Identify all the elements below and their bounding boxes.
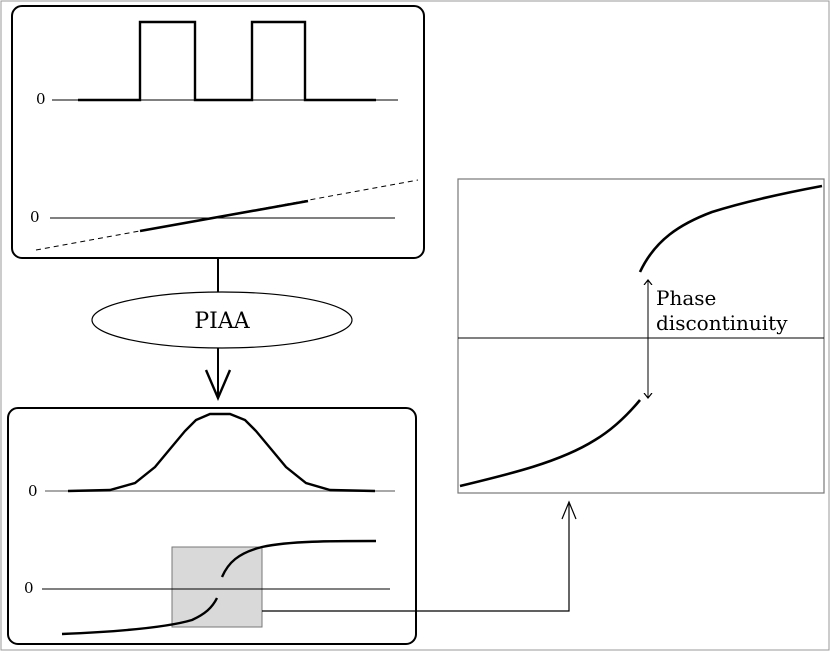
zoom-panel-frame xyxy=(457,178,825,494)
zoom-arrowhead xyxy=(561,500,577,520)
input-panel-frame xyxy=(11,5,425,259)
zero-label-phase: 0 xyxy=(30,208,40,226)
phase-annotation-line1: Phase xyxy=(656,286,716,310)
amplitude-square-wave xyxy=(78,20,376,102)
zoom-region xyxy=(171,546,263,628)
phase-ramp-solid xyxy=(139,199,309,233)
zero-label-apodized: 0 xyxy=(28,482,38,500)
down-arrowhead xyxy=(204,369,232,402)
phase-annotation-line2: discontinuity xyxy=(656,311,788,335)
zoom-phase-upper-branch xyxy=(638,184,823,273)
piaa-label: PIAA xyxy=(194,309,250,334)
phase-ramp-dashed xyxy=(35,179,419,251)
piaa-ellipse xyxy=(91,291,353,349)
output-phase-lower-branch xyxy=(61,597,219,636)
output-phase-upper-branch xyxy=(220,539,377,578)
zoom-phase-lower-branch xyxy=(459,399,641,488)
output-panel-frame xyxy=(7,407,417,645)
apodized-gaussian xyxy=(67,412,376,493)
input-panel: 0 0 xyxy=(11,5,425,259)
zero-label-output-phase: 0 xyxy=(24,579,34,597)
zero-label-amplitude: 0 xyxy=(36,90,46,108)
output-panel: 0 0 xyxy=(7,407,417,645)
zoom-panel: Phase discontinuity xyxy=(457,178,825,494)
piaa-transform: PIAA xyxy=(91,258,353,402)
zoom-connector xyxy=(262,504,570,612)
